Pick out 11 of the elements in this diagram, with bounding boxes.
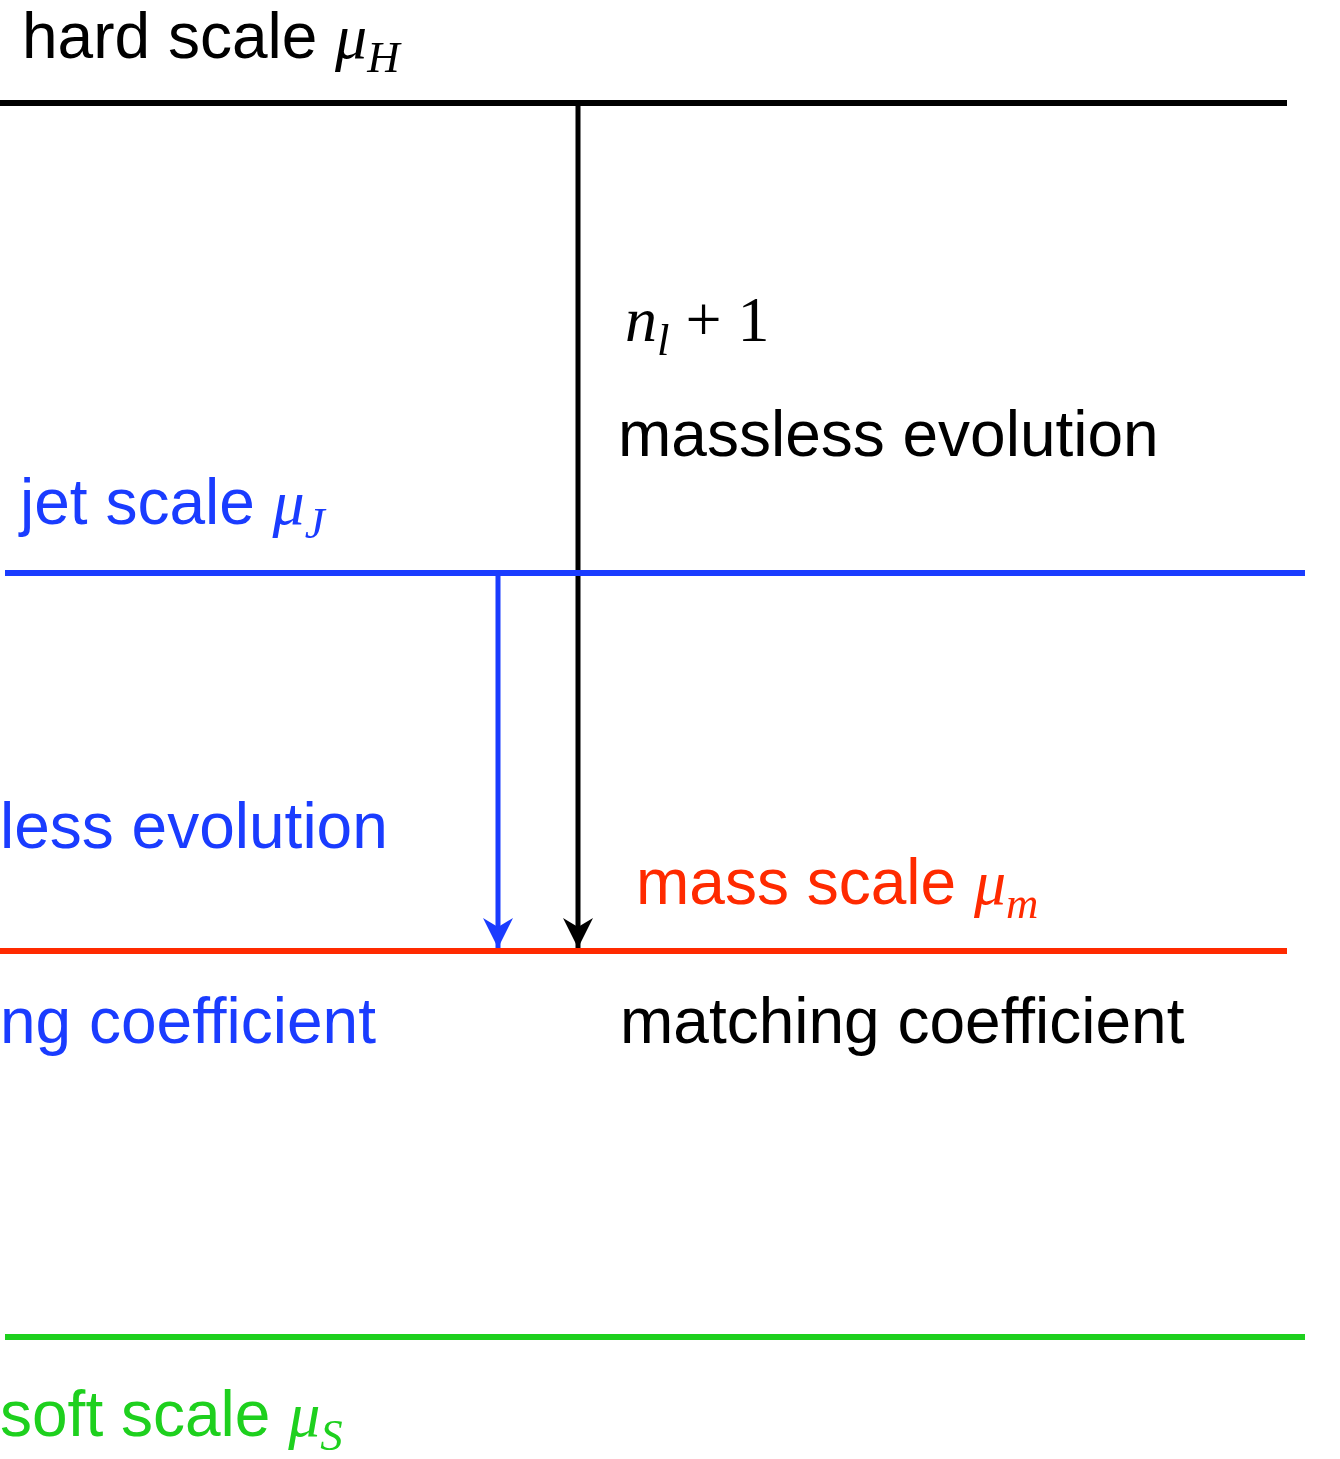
scale-label: mass scale μ$_{m}$ <box>636 846 1039 930</box>
scale-label: hard scale μ$_{H}$ <box>22 0 400 84</box>
scale-label: jet scale μ$_{J}$ <box>20 466 325 550</box>
arrow <box>483 576 513 948</box>
annotation-text: matching coefficient <box>620 985 1185 1059</box>
annotation-text: ng coefficient <box>0 985 376 1059</box>
math-label: n$_{l}$ + 1 <box>625 283 770 367</box>
annotation-text: massless evolution <box>618 398 1159 472</box>
annotation-text: less evolution <box>0 790 388 864</box>
scale-label: soft scale μ$_{S}$ <box>0 1378 343 1459</box>
arrow <box>563 106 593 948</box>
